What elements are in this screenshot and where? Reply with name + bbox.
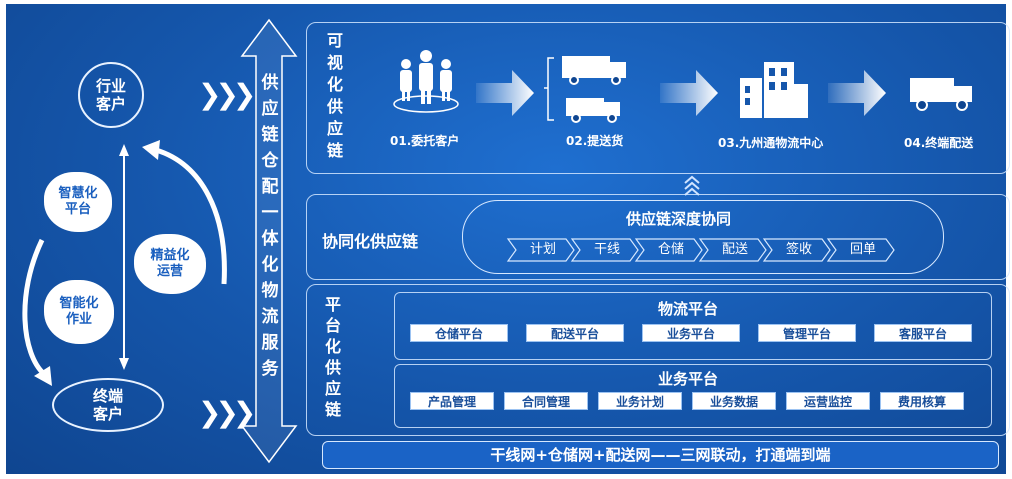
platform-title-char: 链: [324, 400, 341, 419]
collab-title: 协同化供应链: [322, 232, 419, 251]
business-platform-box: [394, 364, 992, 428]
logistics-platform-box: [394, 292, 992, 360]
smart-platform-cloud: 智慧化 平台: [44, 172, 112, 232]
visual-title-char: 应: [326, 119, 343, 138]
logistics-platform-item: 管理平台: [758, 324, 856, 342]
left-flow-arrows: [22, 140, 227, 386]
process-item: 回单: [849, 242, 876, 257]
platform-title-char: 化: [324, 337, 341, 356]
collab-oval: [462, 200, 944, 274]
step-label-4: 04.终端配送: [904, 136, 974, 150]
process-item: 仓储: [657, 242, 684, 257]
visual-title-char: 视: [326, 53, 343, 72]
people-icon: [393, 50, 459, 113]
vertical-char: 供: [261, 73, 279, 93]
vertical-char: 体: [261, 229, 279, 249]
vertical-char: 仓: [261, 151, 279, 171]
business-platform-item: 合同管理: [504, 392, 588, 410]
business-platform-title: 业务平台: [658, 370, 719, 388]
truck-icon: [544, 56, 626, 123]
vertical-char: 配: [261, 177, 279, 197]
vertical-service-text: 供 应 链 仓 配 一 体 化 物 流 服 务: [258, 70, 282, 382]
vertical-arrow-down-head: [119, 358, 129, 370]
curved-arrow-up: [155, 147, 227, 285]
delivery-truck-icon: [910, 78, 972, 111]
step-arrow-3: [828, 70, 886, 116]
platform-title-char: 供: [324, 358, 341, 377]
process-shape: [762, 238, 831, 262]
industry-client-circle: 行业 客户: [78, 62, 144, 128]
visual-title: 可 视 化 供 应 链: [324, 30, 346, 162]
business-platform-item: 业务计划: [598, 392, 682, 410]
process-chain-shapes: [506, 238, 895, 262]
step-label-2: 02.提送货: [566, 134, 624, 148]
vertical-char: 化: [261, 255, 279, 275]
platform-supply-chain-panel: [306, 284, 1010, 436]
logistics-platform-item: 客服平台: [874, 324, 972, 342]
business-platform-item: 费用核算: [880, 392, 964, 410]
logistics-platform-title: 物流平台: [658, 300, 719, 318]
curved-arrow-down-head: [34, 366, 52, 386]
visual-title-char: 链: [326, 141, 343, 160]
process-item: 配送: [721, 242, 748, 257]
chevrons-top: ❯❯❯: [198, 78, 256, 111]
visual-title-char: 化: [326, 75, 343, 94]
vertical-char: 链: [261, 125, 279, 145]
logistics-platform-item: 业务平台: [642, 324, 740, 342]
process-shape: [826, 238, 895, 262]
visual-title-char: 供: [326, 97, 343, 116]
process-shape: [570, 238, 639, 262]
service-vertical-arrow: [240, 18, 298, 464]
platform-title-char: 台: [324, 316, 341, 335]
collab-supply-chain-panel: [306, 194, 1010, 280]
process-item: 计划: [529, 242, 556, 257]
step-label-1: 01.委托客户: [390, 134, 460, 148]
business-platform-item: 运营监控: [786, 392, 870, 410]
intelligent-ops-cloud: 智能化 作业: [44, 280, 114, 344]
process-shape: [634, 238, 703, 262]
business-platform-item: 产品管理: [410, 392, 494, 410]
process-item: 签收: [785, 242, 812, 257]
diagram-canvas: 行业 客户 终端 客户 智慧化 平台 精益化 运营 智能化 作业 ❯❯❯ ❯❯❯…: [6, 4, 1010, 474]
platform-title-char: 应: [324, 379, 341, 398]
vertical-char: 物: [261, 281, 279, 301]
process-chain: 计划 干线 仓储 配送 签收 回单: [506, 238, 896, 262]
process-shape: [698, 238, 767, 262]
vertical-char: 流: [261, 307, 279, 327]
vertical-char: 务: [261, 359, 279, 379]
process-item: 干线: [593, 242, 620, 257]
vertical-char: 服: [261, 333, 279, 353]
chevrons-bottom: ❯❯❯: [198, 396, 256, 429]
curved-arrow-up-head: [142, 140, 160, 160]
platform-title: 平 台 化 供 应 链: [322, 294, 344, 420]
vertical-char: 应: [261, 99, 279, 119]
step-label-3: 03.九州通物流中心: [718, 136, 824, 150]
step-arrow-2: [660, 70, 718, 116]
collab-subtitle: 供应链深度协同: [626, 210, 732, 228]
building-icon: [740, 62, 808, 118]
curved-arrow-down: [22, 238, 46, 376]
visual-title-char: 可: [326, 31, 343, 50]
up-chevron-icon: [684, 175, 700, 196]
business-platform-item: 业务数据: [692, 392, 776, 410]
three-network-bar: 干线网+仓储网+配送网——三网联动，打通端到端: [322, 441, 999, 469]
end-client-ellipse: 终端 客户: [52, 378, 164, 432]
vertical-char: 一: [261, 203, 279, 223]
platform-title-char: 平: [324, 295, 341, 314]
logistics-platform-item: 配送平台: [526, 324, 624, 342]
process-shape: [506, 238, 575, 262]
lean-operation-cloud: 精益化 运营: [134, 234, 206, 294]
visual-supply-chain-panel: [306, 22, 1010, 174]
step-arrow-1: [476, 70, 534, 116]
logistics-platform-item: 仓储平台: [410, 324, 508, 342]
vertical-arrow-up-head: [119, 144, 129, 156]
